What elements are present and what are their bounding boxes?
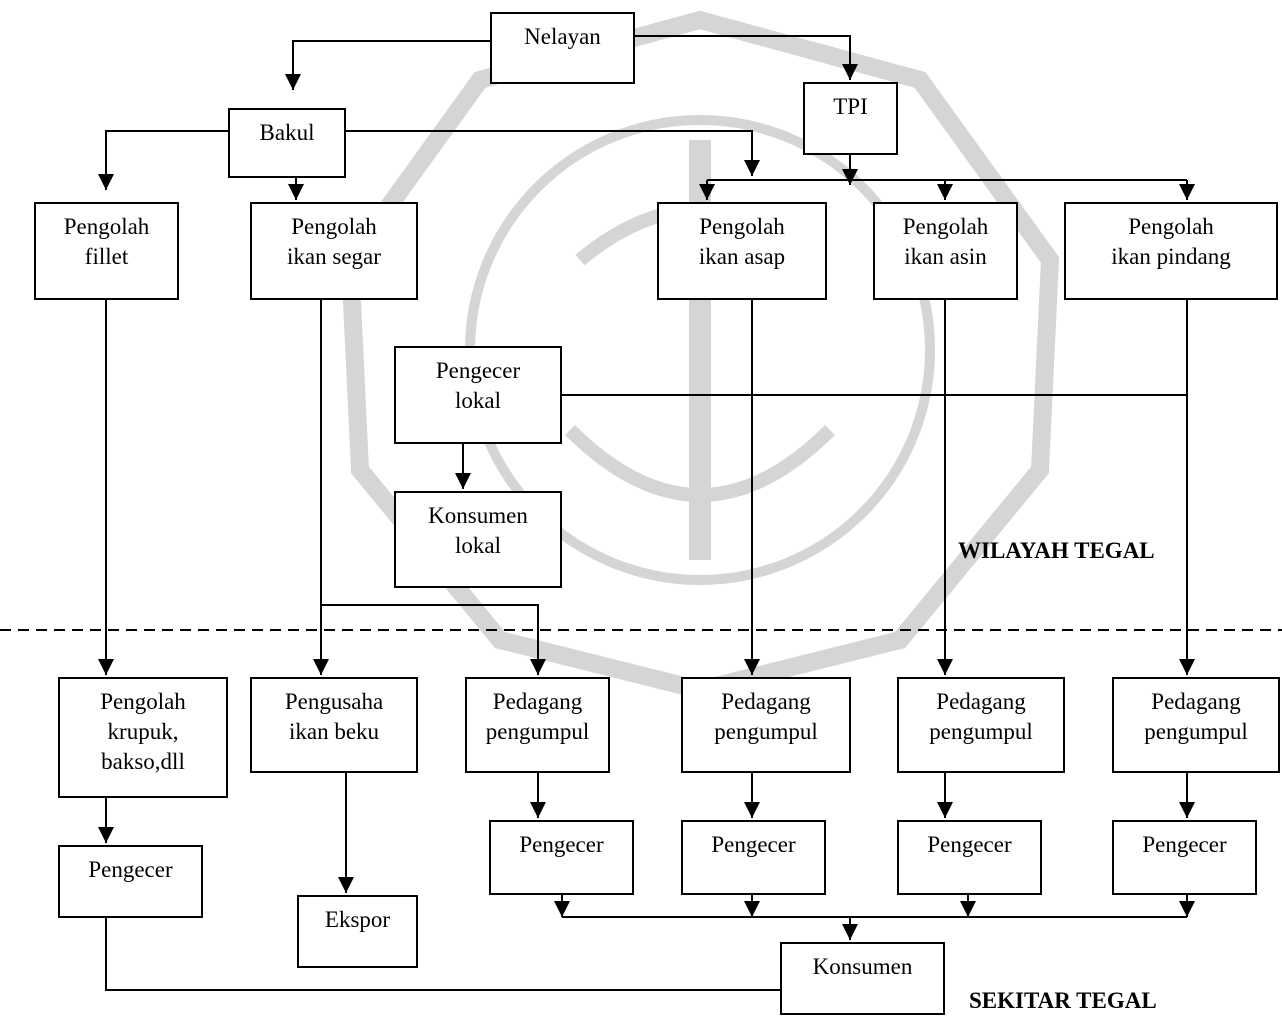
node-pengolah-krupuk-line-2: krupuk, (107, 719, 179, 744)
node-tpi-line-1: TPI (833, 94, 868, 119)
node-pengecer-1-line-1: Pengecer (519, 832, 604, 857)
node-nelayan-line-1: Nelayan (524, 24, 601, 49)
node-pedagang-pengumpul-2-line-2: pengumpul (714, 719, 818, 744)
edge-bakul-fillet (98, 130, 228, 190)
node-pengolah-ikan-asin-line-1: Pengolah (902, 214, 989, 239)
node-pengecer-4: Pengecer (1112, 820, 1257, 895)
edge-pengecer-krupuk-konsumen (105, 918, 780, 991)
node-pengecer-2: Pengecer (681, 820, 826, 895)
node-pengolah-fillet: Pengolah fillet (34, 202, 179, 300)
node-tpi: TPI (803, 82, 898, 155)
node-pedagang-pengumpul-4-line-1: Pedagang (1151, 689, 1241, 714)
node-konsumen-line-1: Konsumen (812, 954, 913, 979)
node-pedagang-pengumpul-1-line-2: pengumpul (485, 719, 590, 744)
node-nelayan: Nelayan (490, 12, 635, 84)
node-konsumen-lokal-line-2: lokal (455, 533, 501, 558)
node-bakul: Bakul (228, 108, 346, 178)
node-pengecer-lokal-line-2: lokal (455, 388, 501, 413)
node-pengolah-fillet-line-1: Pengolah (63, 214, 150, 239)
node-pengolah-ikan-asin: Pengolah ikan asin (873, 202, 1018, 300)
edge-nelayan-bakul (285, 40, 490, 90)
node-ekspor: Ekspor (297, 895, 418, 968)
edge-bakul-asap (346, 130, 760, 176)
node-pengolah-ikan-asap: Pengolah ikan asap (657, 202, 827, 300)
node-konsumen-lokal-line-1: Konsumen (428, 503, 528, 528)
node-pedagang-pengumpul-1: Pedagang pengumpul (465, 677, 610, 773)
node-pengecer-1: Pengecer (489, 820, 634, 895)
node-pengecer-lokal-line-1: Pengecer (435, 358, 521, 383)
node-pedagang-pengumpul-3-line-2: pengumpul (929, 719, 1033, 744)
node-pengecer-krupuk: Pengecer (58, 845, 203, 918)
node-pengolah-krupuk: Pengolah krupuk, bakso,dll (58, 677, 228, 798)
node-pengolah-ikan-asin-line-2: ikan asin (904, 244, 987, 269)
node-ekspor-line-1: Ekspor (324, 907, 391, 932)
node-pengecer-3-line-1: Pengecer (927, 832, 1012, 857)
node-pengolah-ikan-pindang: Pengolah ikan pindang (1064, 202, 1278, 300)
node-pengolah-krupuk-line-3: bakso,dll (101, 749, 185, 774)
node-pedagang-pengumpul-4: Pedagang pengumpul (1112, 677, 1280, 773)
node-pengolah-ikan-asap-line-1: Pengolah (699, 214, 785, 239)
node-pengolah-ikan-segar-line-1: Pengolah (291, 214, 377, 239)
node-pengolah-ikan-asap-line-2: ikan asap (698, 244, 786, 269)
node-pengolah-krupuk-line-1: Pengolah (100, 689, 186, 714)
node-bakul-line-1: Bakul (259, 120, 315, 145)
region-label-sekitar-tegal: SEKITAR TEGAL (969, 988, 1157, 1013)
node-pedagang-pengumpul-4-line-2: pengumpul (1144, 719, 1248, 744)
node-pengecer-lokal: Pengecer lokal (394, 346, 562, 444)
node-pedagang-pengumpul-2: Pedagang pengumpul (681, 677, 851, 773)
node-pengecer-3: Pengecer (897, 820, 1042, 895)
node-pengusaha-ikan-beku: Pengusaha ikan beku (250, 677, 418, 773)
region-label-wilayah-tegal: WILAYAH TEGAL (958, 538, 1155, 563)
node-pengolah-ikan-segar-line-2: ikan segar (287, 244, 381, 269)
edge-segar-pp1 (321, 604, 546, 675)
node-konsumen: Konsumen (780, 942, 945, 1015)
node-pengolah-ikan-pindang-line-2: ikan pindang (1111, 244, 1231, 269)
node-pengolah-ikan-pindang-line-1: Pengolah (1128, 214, 1214, 239)
node-pengusaha-ikan-beku-line-1: Pengusaha (284, 689, 384, 714)
node-pedagang-pengumpul-3: Pedagang pengumpul (897, 677, 1065, 773)
node-pengolah-fillet-line-2: fillet (84, 244, 129, 269)
node-pengolah-ikan-segar: Pengolah ikan segar (250, 202, 418, 300)
node-pengusaha-ikan-beku-line-2: ikan beku (288, 719, 380, 744)
edge-nelayan-tpi (635, 35, 858, 80)
node-pengecer-2-line-1: Pengecer (711, 832, 796, 857)
node-pedagang-pengumpul-2-line-1: Pedagang (721, 689, 811, 714)
node-pengecer-krupuk-line-1: Pengecer (88, 857, 173, 882)
node-pedagang-pengumpul-3-line-1: Pedagang (936, 689, 1026, 714)
node-pengecer-4-line-1: Pengecer (1142, 832, 1227, 857)
node-pedagang-pengumpul-1-line-1: Pedagang (492, 689, 583, 714)
node-konsumen-lokal: Konsumen lokal (394, 491, 562, 588)
